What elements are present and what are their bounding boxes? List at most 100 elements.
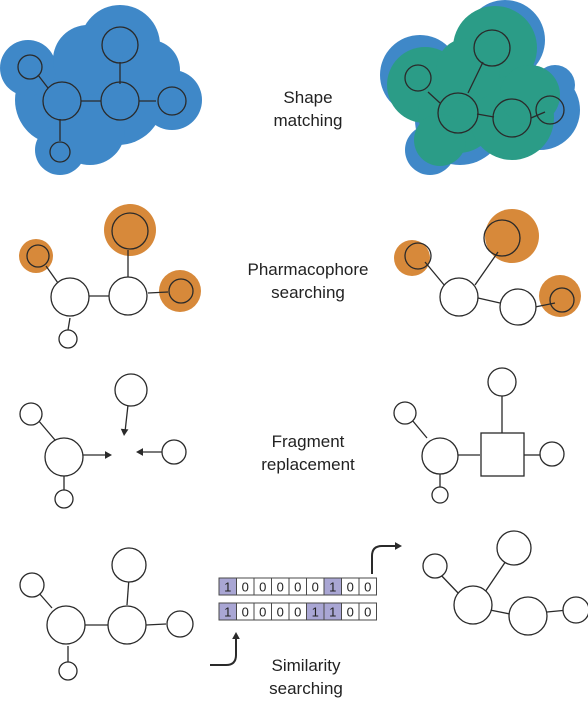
shape-volume-blue: [55, 95, 125, 165]
pharmacophore-feature: [394, 240, 430, 276]
fragment-square: [480, 432, 525, 477]
bond-line: [484, 557, 509, 593]
fingerprint-bit-value: 1: [312, 605, 319, 620]
atom-circle: [508, 596, 548, 636]
label-fragment-replacement: Fragment replacement: [228, 430, 388, 476]
atom-circle: [166, 610, 194, 638]
atom-circle: [26, 244, 50, 268]
bond-line: [427, 91, 441, 104]
atom-circle: [111, 212, 149, 250]
atom-circle: [157, 86, 187, 116]
fingerprint-bit-value: 0: [259, 580, 266, 595]
fingerprint-bit-value: 1: [329, 580, 336, 595]
bond-line: [45, 265, 59, 284]
bond-line: [474, 251, 499, 286]
fingerprint-bit-value: 0: [277, 605, 284, 620]
atom-circle: [168, 278, 194, 304]
fingerprint-bit-value: 1: [224, 580, 231, 595]
fingerprint-bit-cell: [358, 602, 377, 621]
bond-line: [424, 261, 446, 287]
label-line: Pharmacophore: [247, 260, 369, 279]
atom-circle: [431, 486, 449, 504]
label-shape-matching: Shape matching: [228, 86, 388, 132]
atom-circle: [549, 287, 575, 313]
shape-volume-green: [414, 114, 466, 166]
atom-circle: [50, 277, 90, 317]
atom-circle: [44, 437, 84, 477]
atom-circle: [453, 585, 493, 625]
pharmacophore-panel: [19, 204, 581, 349]
fingerprint-bit-value: 0: [242, 580, 249, 595]
label-line: matching: [273, 111, 343, 130]
fingerprint-bit-value: 1: [329, 605, 336, 620]
arrow-head: [120, 428, 129, 436]
fingerprint-bit-value: 0: [312, 580, 319, 595]
atom-circle: [535, 95, 565, 125]
fingerprint-bit-value: 0: [259, 605, 266, 620]
pharmacophore-feature: [539, 275, 581, 317]
atom-circle: [114, 373, 148, 407]
bond-line: [411, 419, 428, 439]
bond-line: [477, 297, 501, 304]
atom-circle: [54, 489, 74, 509]
arrow-head: [136, 448, 143, 456]
atom-circle: [422, 553, 448, 579]
shape-volume-green: [436, 38, 500, 102]
bond-line: [489, 609, 511, 615]
label-line: searching: [271, 283, 345, 302]
atom-circle: [100, 81, 140, 121]
pharmacophore-feature: [485, 209, 539, 263]
label-line: Fragment: [271, 432, 345, 451]
fingerprint-bit-value: 0: [347, 580, 354, 595]
bond-line: [534, 302, 556, 308]
shape-volume-blue: [0, 40, 56, 96]
arrow-line: [124, 404, 129, 433]
atom-circle: [473, 29, 511, 67]
fragment-panel: [19, 367, 565, 509]
fingerprint-bit-value: 1: [224, 605, 231, 620]
atom-circle: [496, 530, 532, 566]
atom-circle: [46, 605, 86, 645]
atom-circle: [404, 64, 432, 92]
label-line: searching: [269, 679, 343, 698]
bond-line: [67, 317, 71, 331]
shape-volume-blue: [120, 40, 180, 100]
atom-circle: [492, 98, 532, 138]
fingerprint-bit-value: 0: [294, 580, 301, 595]
atom-circle: [101, 26, 139, 64]
fingerprint-bit-value: 0: [294, 605, 301, 620]
atom-circle: [107, 605, 147, 645]
shape-volume-blue: [53, 25, 123, 95]
atom-circle: [499, 288, 537, 326]
atom-circle: [393, 401, 417, 425]
atom-circle: [49, 141, 71, 163]
label-line: Shape: [283, 88, 333, 107]
bond-line: [37, 591, 53, 609]
atom-circle: [58, 329, 78, 349]
fingerprint-bit-value: 0: [364, 605, 371, 620]
atom-circle: [17, 54, 43, 80]
label-pharmacophore-searching: Pharmacophore searching: [228, 258, 388, 304]
atom-circle: [562, 596, 588, 624]
arrow-head: [232, 632, 240, 639]
fingerprint-bit-value: 0: [277, 580, 284, 595]
atom-circle: [42, 81, 82, 121]
atom-circle: [19, 572, 45, 598]
atom-circle: [19, 402, 43, 426]
label-line: Similarity: [271, 656, 341, 675]
atom-circle: [439, 277, 479, 317]
pharmacophore-feature: [159, 270, 201, 312]
atom-circle: [487, 367, 517, 397]
bond-line: [37, 419, 56, 441]
arrow-head: [395, 542, 402, 550]
arrow-head: [105, 451, 112, 459]
fingerprint-bit-value: 0: [364, 580, 371, 595]
atom-circle: [161, 439, 187, 465]
fingerprint-bit-value: 0: [347, 605, 354, 620]
bond-line: [37, 74, 49, 89]
bond-line: [476, 113, 495, 118]
atom-circle: [483, 219, 521, 257]
bond-line: [147, 291, 169, 294]
